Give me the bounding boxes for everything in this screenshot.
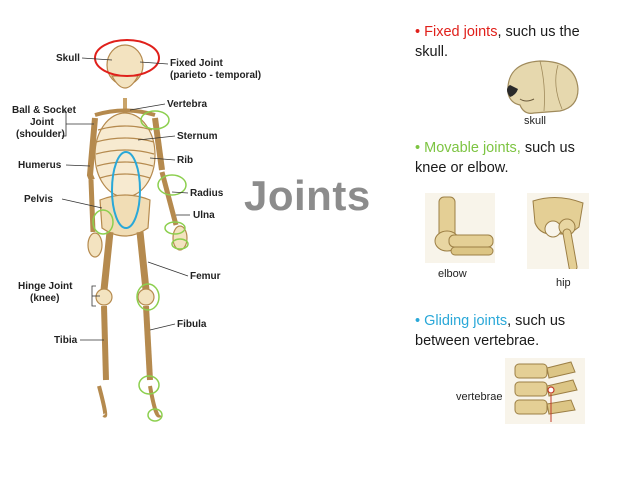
skull-image <box>507 60 579 114</box>
elbow-highlight <box>157 174 187 196</box>
bullet-marker: • <box>415 140 425 156</box>
elbow-image <box>425 193 495 263</box>
label-fixed-joint-sub: (parieto - temporal) <box>170 70 262 81</box>
label-tibia: Tibia <box>54 335 78 346</box>
label-ball-socket: Ball & Socket <box>12 105 76 116</box>
label-leader-lines <box>61 57 190 341</box>
bullet-gliding-text-2: between vertebrae. <box>415 333 540 349</box>
bullet-gliding-text-1: , such us <box>507 313 566 329</box>
term-gliding-joints: Gliding joints <box>424 313 508 329</box>
wrist-highlight <box>164 221 186 235</box>
knee-highlight <box>136 283 160 311</box>
label-femur: Femur <box>190 271 221 282</box>
bullet-marker: • <box>415 313 425 329</box>
caption-elbow: elbow <box>438 268 467 280</box>
slide-title: Joints <box>244 172 371 219</box>
label-ulna: Ulna <box>193 210 215 221</box>
label-rib: Rib <box>177 155 194 166</box>
vertebrae-image <box>505 358 585 424</box>
label-hinge-joint-knee: (knee) <box>30 293 60 304</box>
bullet-gliding-joints: • Gliding joints, such us between verteb… <box>415 311 630 351</box>
label-sternum: Sternum <box>177 131 218 142</box>
foot-highlight <box>147 408 163 422</box>
term-fixed-joints: Fixed joints <box>424 24 498 40</box>
bullet-marker: • <box>415 24 425 40</box>
bullet-fixed-joints: • Fixed joints, such us the skull. <box>415 22 630 62</box>
skeleton-figure <box>61 39 190 422</box>
spine-highlight <box>111 151 141 229</box>
label-hinge-joint: Hinge Joint <box>18 281 73 292</box>
shoulder-highlight <box>140 110 170 130</box>
skull-highlight <box>94 39 160 77</box>
ankle-highlight <box>138 375 160 395</box>
bullet-movable-text-2: knee or elbow. <box>415 160 509 176</box>
term-movable-joints: Movable joints, <box>424 140 521 156</box>
label-fixed-joint: Fixed Joint <box>170 58 223 69</box>
caption-vertebrae: vertebrae <box>456 391 503 403</box>
hip-image <box>527 193 589 269</box>
bullet-fixed-text-1: , such us the <box>497 24 580 40</box>
label-fibula: Fibula <box>177 319 207 330</box>
caption-hip: hip <box>556 277 571 289</box>
label-radius: Radius <box>190 188 224 199</box>
label-ball-socket-joint: Joint <box>30 117 54 128</box>
caption-skull: skull <box>524 115 547 127</box>
label-vertebra: Vertebra <box>167 99 208 110</box>
bullet-fixed-text-2: skull. <box>415 44 449 60</box>
label-ball-socket-shoulder: (shoulder) <box>16 129 65 140</box>
label-pelvis: Pelvis <box>24 194 53 205</box>
bullet-movable-text-1: such us <box>520 140 575 156</box>
label-skull: Skull <box>56 53 80 64</box>
hand-highlight <box>171 238 189 250</box>
label-humerus: Humerus <box>18 160 62 171</box>
hip-highlight <box>92 209 114 235</box>
bullet-movable-joints: • Movable joints, such us knee or elbow. <box>415 138 630 178</box>
